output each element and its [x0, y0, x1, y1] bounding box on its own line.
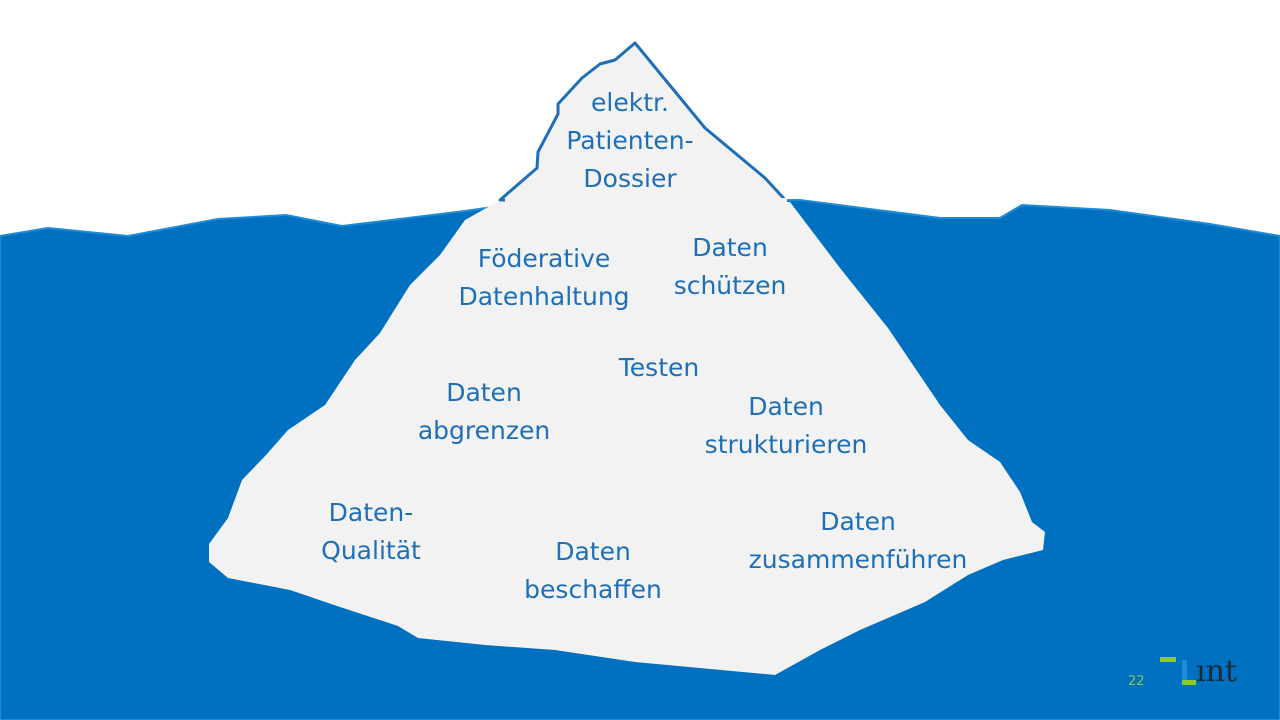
label-testen: Testen — [618, 353, 700, 382]
label-daten-qualitaet: Daten-Qualität — [321, 498, 421, 565]
label-patienten-dossier: elektr.Patienten-Dossier — [566, 88, 694, 193]
logo-text: ınt — [1196, 654, 1237, 689]
iceberg-tip — [498, 41, 792, 207]
iceberg-body — [209, 202, 1045, 675]
logo-icon — [1160, 657, 1196, 685]
slide-number: 22 — [1128, 674, 1145, 689]
